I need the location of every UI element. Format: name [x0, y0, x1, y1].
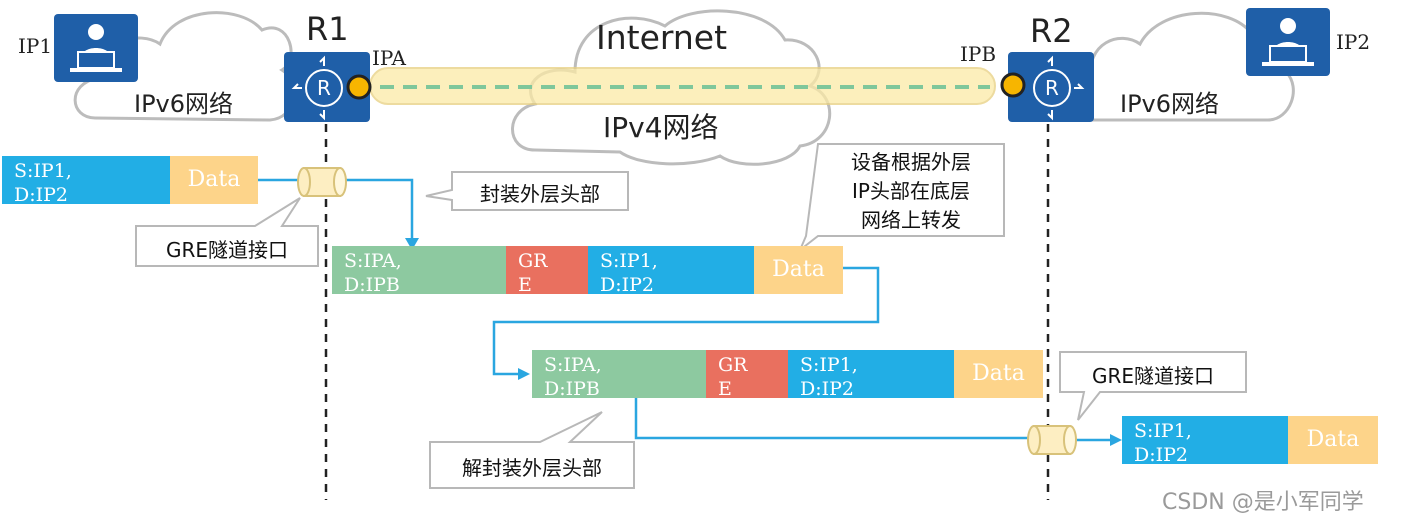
packet-transit-outer-header: S:IPA, D:IPB	[532, 350, 706, 400]
internet-label: Internet	[596, 18, 728, 57]
user-computer-icon	[70, 24, 122, 72]
packet-encap-gre-header: GR E	[506, 246, 588, 296]
host-ip2-label: IP2	[1336, 30, 1371, 54]
packet-original-ip-header: S:IP1, D:IP2	[2, 156, 170, 206]
packet-transit-data: Data	[954, 350, 1043, 398]
callout-forward: 设备根据外层 IP头部在底层 网络上转发	[851, 150, 971, 232]
gre-tunnel	[369, 67, 996, 105]
host-ip1	[54, 14, 138, 82]
packet-transit-gre-header: GR E	[706, 350, 788, 400]
interface-ipb-dot	[1000, 72, 1026, 98]
tunnel-interface-left-icon	[297, 167, 347, 197]
router-icon: R	[1033, 55, 1085, 121]
ipv4-cloud-label: IPv4网络	[603, 111, 719, 144]
interface-ipb-label: IPB	[960, 42, 997, 66]
callout-decapsulate: 解封装外层头部	[462, 456, 602, 480]
router-r1-label: R1	[306, 10, 349, 48]
packet-decap-ip-header: S:IP1, D:IP2	[1122, 416, 1288, 466]
flow-arrows	[258, 178, 1112, 442]
callout-shapes	[135, 143, 1247, 489]
packet-encap-inner-header: S:IP1, D:IP2	[588, 246, 754, 296]
svg-text:R: R	[317, 76, 331, 100]
packet-encap-data: Data	[754, 246, 843, 294]
arrow-heads	[405, 238, 1122, 446]
tunnel-interface-right-icon	[1027, 425, 1077, 455]
host-ip2	[1246, 8, 1330, 76]
svg-text:R: R	[1045, 76, 1059, 100]
packet-transit-inner-header: S:IP1, D:IP2	[788, 350, 954, 400]
callout-encapsulate: 封装外层头部	[480, 182, 600, 206]
router-r2-label: R2	[1030, 12, 1073, 50]
packet-decap-data: Data	[1288, 416, 1378, 464]
user-computer-icon	[1262, 18, 1314, 66]
router-icon: R	[291, 55, 343, 121]
packet-encap-outer-header: S:IPA, D:IPB	[332, 246, 506, 296]
interface-ipa-label: IPA	[372, 46, 406, 70]
interface-ipa-dot	[346, 74, 372, 100]
callout-tunnel-interface-left: GRE隧道接口	[165, 238, 289, 262]
watermark: CSDN @是小军同学	[1162, 490, 1364, 515]
packet-original-data: Data	[170, 156, 258, 204]
left-cloud-label: IPv6网络	[134, 90, 234, 118]
host-ip1-label: IP1	[18, 34, 53, 58]
callout-tunnel-interface-right: GRE隧道接口	[1091, 364, 1215, 388]
right-cloud-label: IPv6网络	[1120, 90, 1220, 118]
